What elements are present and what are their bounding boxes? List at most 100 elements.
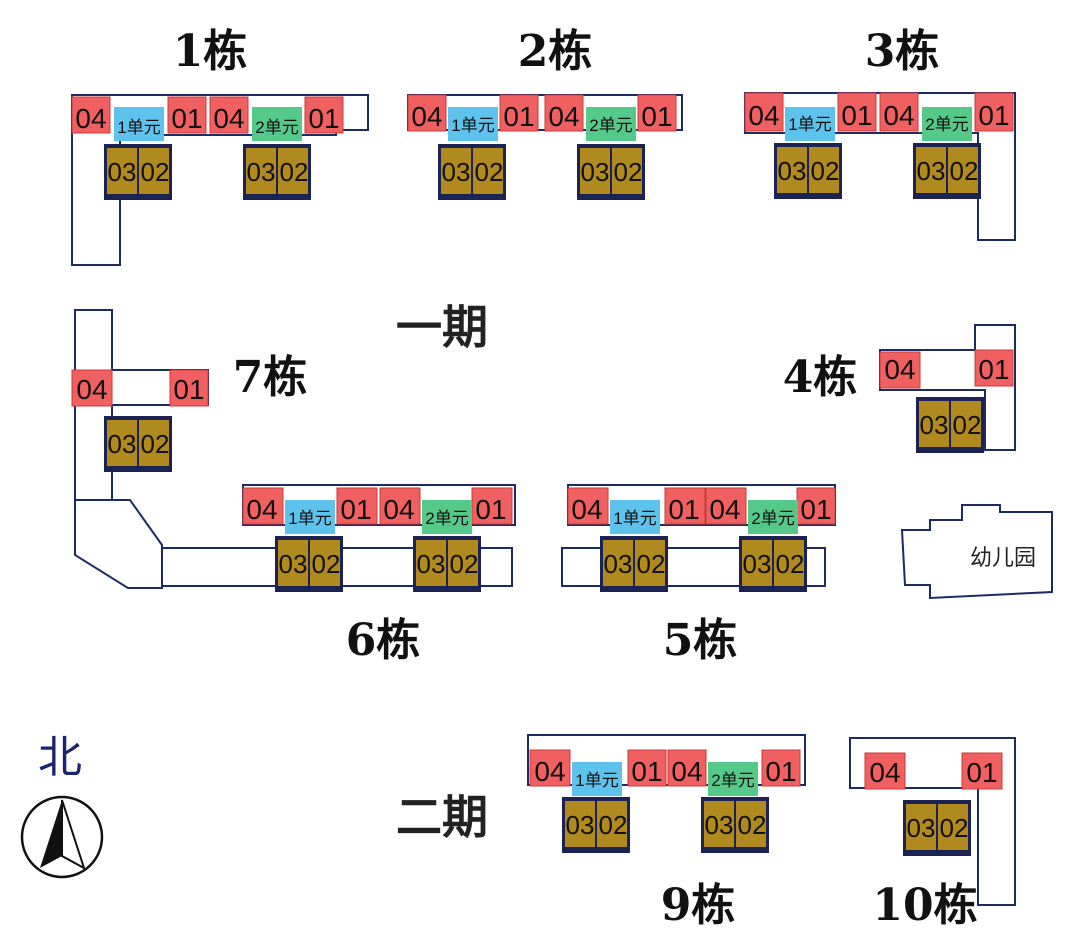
b6-unit-03b: 03 xyxy=(417,549,446,579)
building-7 xyxy=(71,309,209,589)
b7-unit-02: 02 xyxy=(141,429,170,459)
b3-unit-04b: 04 xyxy=(883,100,914,131)
building-5 xyxy=(561,484,836,592)
building-3-label: 3栋 xyxy=(865,26,940,77)
building-9-label: 9栋 xyxy=(661,880,736,931)
building-6-label: 6栋 xyxy=(346,615,421,666)
kindergarten-label: 幼儿园 xyxy=(970,546,1036,571)
b3-unit-04a: 04 xyxy=(748,100,779,131)
b9-unit-04b: 04 xyxy=(671,756,702,787)
b9-section-2: 2单元 xyxy=(711,771,754,790)
b5-unit-04b: 04 xyxy=(709,494,740,525)
building-2-label: 2栋 xyxy=(518,26,593,77)
compass-arrow-icon xyxy=(40,800,62,868)
b2-unit-04a: 04 xyxy=(411,101,442,132)
b6-section-2: 2单元 xyxy=(425,509,468,528)
b10-unit-03: 03 xyxy=(907,813,936,843)
b2-unit-01a: 01 xyxy=(503,101,534,132)
building-4-label: 4栋 xyxy=(783,352,858,403)
b5-unit-03b: 03 xyxy=(743,549,772,579)
building-1 xyxy=(71,94,369,266)
b5-unit-02b: 02 xyxy=(776,549,805,579)
b4-unit-01: 01 xyxy=(978,354,1009,385)
b3-unit-01b: 01 xyxy=(978,100,1009,131)
b2-section-2: 2单元 xyxy=(589,116,632,135)
b4-unit-04: 04 xyxy=(884,354,915,385)
b5-unit-04a: 04 xyxy=(571,494,602,525)
b9-unit-02b: 02 xyxy=(738,810,767,840)
b6-unit-01b: 01 xyxy=(475,494,506,525)
b9-unit-02a: 02 xyxy=(599,810,628,840)
b1-unit-03b: 03 xyxy=(247,157,276,187)
building-10-label: 10栋 xyxy=(872,880,977,931)
b10-unit-02: 02 xyxy=(940,813,969,843)
b4-unit-02: 02 xyxy=(953,410,982,440)
b2-unit-02a: 02 xyxy=(475,157,504,187)
b1-unit-02a: 02 xyxy=(141,157,170,187)
building-10 xyxy=(849,737,1016,906)
b2-unit-03a: 03 xyxy=(442,157,471,187)
b3-unit-03a: 03 xyxy=(778,156,807,186)
b6-unit-02a: 02 xyxy=(312,549,341,579)
b3-section-1: 1单元 xyxy=(788,115,831,134)
b1-unit-03a: 03 xyxy=(108,157,137,187)
b1-unit-01a: 01 xyxy=(171,103,202,134)
north-label: 北 xyxy=(38,732,82,783)
building-1-label: 1栋 xyxy=(173,26,248,77)
b6-unit-02b: 02 xyxy=(450,549,479,579)
b2-unit-04b: 04 xyxy=(548,101,579,132)
b2-section-1: 1单元 xyxy=(451,116,494,135)
b6-unit-01a: 01 xyxy=(340,494,371,525)
building-5-label: 5栋 xyxy=(663,615,738,666)
b9-section-1: 1单元 xyxy=(575,771,618,790)
b4-unit-03: 03 xyxy=(920,410,949,440)
b5-unit-03a: 03 xyxy=(604,549,633,579)
b10-unit-01: 01 xyxy=(966,757,997,788)
building-4 xyxy=(879,324,1016,453)
b10-unit-04: 04 xyxy=(869,757,900,788)
compass-ring-icon xyxy=(20,795,104,879)
building-6 xyxy=(161,484,516,592)
building-2 xyxy=(407,94,683,200)
b6-unit-04b: 04 xyxy=(383,494,414,525)
b9-unit-01b: 01 xyxy=(765,756,796,787)
b3-unit-03b: 03 xyxy=(917,156,946,186)
b3-unit-02a: 02 xyxy=(811,156,840,186)
b3-section-2: 2单元 xyxy=(925,115,968,134)
b7-unit-04: 04 xyxy=(76,374,107,405)
kindergarten: 幼儿园 xyxy=(900,504,1053,600)
b1-section-2: 2单元 xyxy=(255,118,298,137)
b1-section-1: 1单元 xyxy=(117,118,160,137)
building-9 xyxy=(527,734,806,853)
b1-unit-02b: 02 xyxy=(280,157,309,187)
b7-unit-01: 01 xyxy=(173,374,204,405)
b9-unit-01a: 01 xyxy=(631,756,662,787)
b9-unit-03b: 03 xyxy=(705,810,734,840)
b1-unit-04b: 04 xyxy=(213,103,244,134)
b1-unit-01b: 01 xyxy=(308,103,339,134)
building-7-label: 7栋 xyxy=(233,352,308,403)
b7-unit-03: 03 xyxy=(108,429,137,459)
b3-unit-02b: 02 xyxy=(950,156,979,186)
b3-unit-01a: 01 xyxy=(841,100,872,131)
north-compass: 北 xyxy=(20,732,104,879)
b2-unit-02b: 02 xyxy=(614,157,643,187)
b9-unit-03a: 03 xyxy=(566,810,595,840)
b9-unit-04a: 04 xyxy=(534,756,565,787)
phase-1-label: 一期 xyxy=(396,300,488,354)
b2-unit-01b: 01 xyxy=(641,101,672,132)
building-3 xyxy=(744,92,1016,241)
b1-unit-04a: 04 xyxy=(75,103,106,134)
b6-section-1: 1单元 xyxy=(288,509,331,528)
b5-section-1: 1单元 xyxy=(613,509,656,528)
b2-unit-03b: 03 xyxy=(581,157,610,187)
b5-unit-01b: 01 xyxy=(800,494,831,525)
b6-unit-04a: 04 xyxy=(246,494,277,525)
b5-section-2: 2单元 xyxy=(751,509,794,528)
b5-unit-02a: 02 xyxy=(637,549,666,579)
b5-unit-01a: 01 xyxy=(668,494,699,525)
phase-2-label: 二期 xyxy=(396,790,488,844)
b6-unit-03a: 03 xyxy=(279,549,308,579)
